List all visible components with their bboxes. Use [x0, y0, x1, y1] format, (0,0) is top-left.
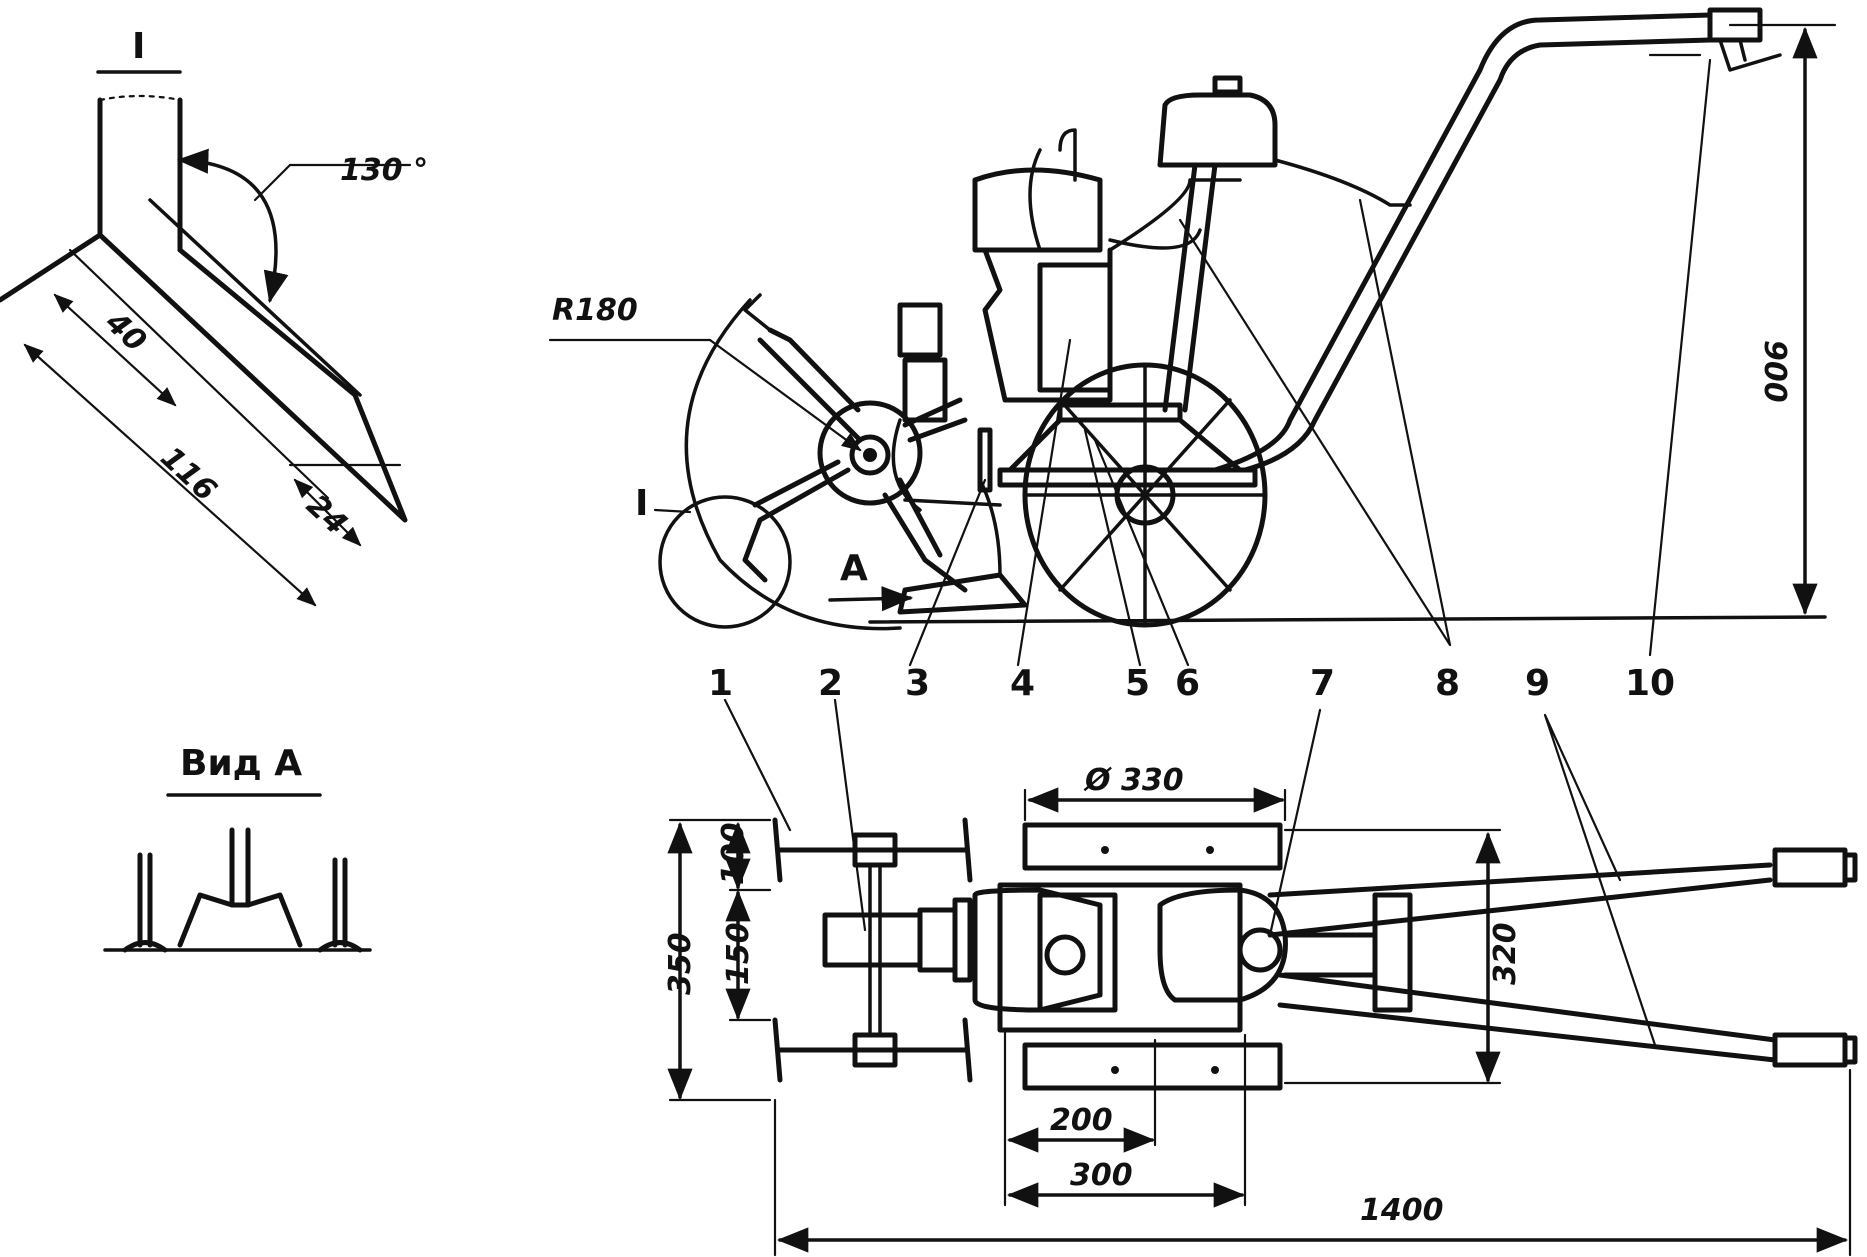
dim-350: 350: [663, 932, 698, 995]
dim-116: 116: [154, 440, 224, 508]
angle-label: 130 °: [340, 153, 428, 188]
callout-5: 5: [1125, 663, 1150, 704]
detail-label: I: [635, 483, 648, 524]
radius-label: R180: [552, 293, 638, 328]
dim-150: 150: [721, 922, 756, 985]
callout-6: 6: [1175, 663, 1200, 704]
dim-diameter: Ø 330: [1083, 763, 1184, 798]
section-label: I: [132, 26, 145, 67]
callout-2: 2: [818, 663, 843, 704]
callout-9: 9: [1525, 663, 1550, 704]
callout-7: 7: [1310, 663, 1335, 704]
callouts: 1 2 3 4 5 6 7 8 9 10: [708, 663, 1675, 704]
callout-8: 8: [1435, 663, 1460, 704]
callout-3: 3: [905, 663, 930, 704]
dim-24: 24: [299, 488, 353, 542]
dim-200: 200: [1050, 1103, 1113, 1138]
dim-300: 300: [1070, 1158, 1133, 1193]
side-view: R180 I A: [548, 7, 1837, 667]
dim-320: 320: [1488, 922, 1523, 985]
dim-900: 900: [1757, 340, 1792, 403]
callout-10: 10: [1625, 663, 1675, 704]
callout-1: 1: [708, 663, 733, 704]
callout-4: 4: [1010, 663, 1035, 704]
dim-40: 40: [98, 304, 153, 359]
detail-i-view: I 130 ° 40 116 24: [0, 26, 428, 607]
view-a: Вид А: [103, 743, 372, 953]
dim-100: 100: [716, 822, 751, 885]
view-a-title: Вид А: [180, 743, 302, 784]
top-view: Ø 330 320 100 150 350 200 300 1400: [663, 698, 1858, 1257]
arrow-a-label: A: [840, 548, 868, 589]
dim-1400: 1400: [1360, 1193, 1444, 1228]
